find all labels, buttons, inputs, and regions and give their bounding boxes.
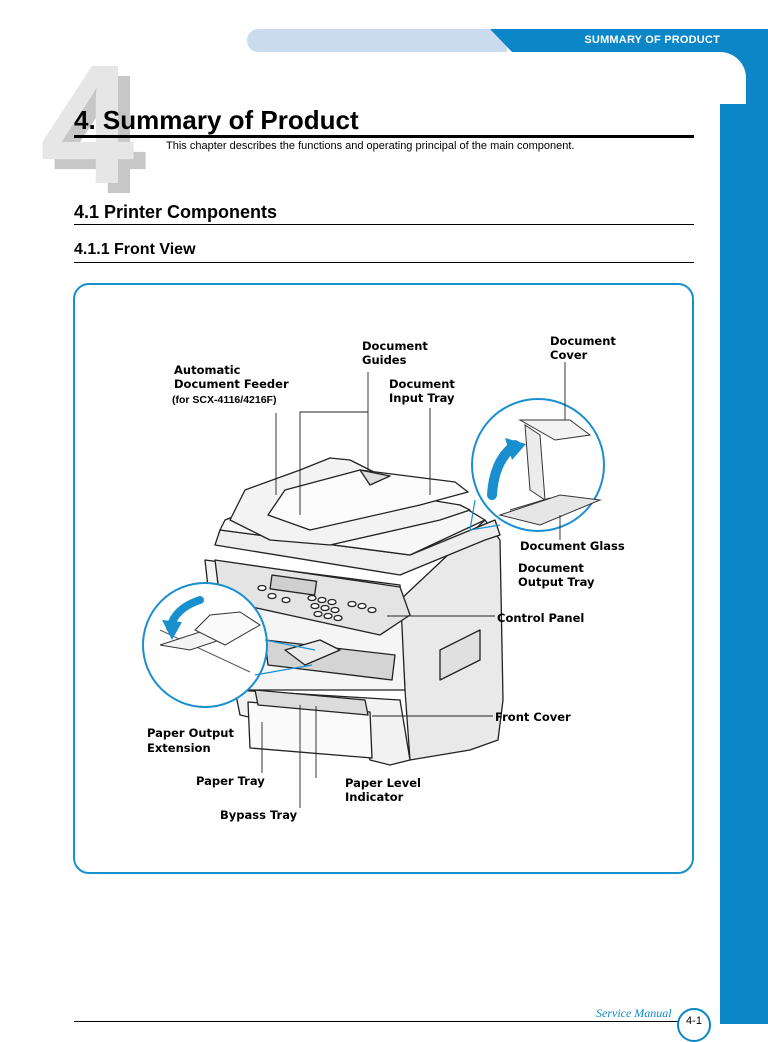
chapter-description: This chapter describes the functions and… xyxy=(166,140,575,152)
chapter-title: 4. Summary of Product xyxy=(74,105,359,135)
label-paper-tray: Paper Tray xyxy=(196,774,265,788)
subsection-heading: 4.1.1 Front View xyxy=(74,241,196,258)
label-front-cover: Front Cover xyxy=(495,710,571,724)
label-doc-output-tray-line2: Output Tray xyxy=(518,575,595,589)
label-paper-level-line1: Paper Level xyxy=(345,776,421,790)
label-doc-cover-line1: Document xyxy=(550,334,616,348)
label-doc-glass: Document Glass xyxy=(520,539,625,553)
side-accent-bar xyxy=(720,29,768,1024)
footer-rule xyxy=(74,1021,684,1022)
figure-frame xyxy=(73,283,694,874)
label-adf-line1: Automatic xyxy=(174,363,241,377)
label-doc-guides-line1: Document xyxy=(362,339,428,353)
label-adf-line2: Document Feeder xyxy=(174,377,289,391)
label-bypass-tray: Bypass Tray xyxy=(220,808,298,822)
label-paper-output-ext-line1: Paper Output xyxy=(147,726,234,740)
label-paper-level-line2: Indicator xyxy=(345,790,404,804)
label-doc-output-tray-line1: Document xyxy=(518,561,584,575)
label-doc-guides-line2: Guides xyxy=(362,353,407,367)
section-rule xyxy=(74,224,694,225)
label-paper-output-ext-line2: Extension xyxy=(147,741,211,755)
page-number: 4-1 xyxy=(677,1008,711,1042)
label-control-panel: Control Panel xyxy=(497,611,585,625)
header-band-light xyxy=(247,29,507,52)
label-doc-cover-line2: Cover xyxy=(550,348,588,362)
side-curve-mask xyxy=(694,52,746,104)
title-rule xyxy=(74,135,694,138)
header-section-label: SUMMARY OF PRODUCT xyxy=(584,34,720,46)
header-band-accent xyxy=(490,29,768,52)
subsection-rule xyxy=(74,262,694,263)
label-doc-input-tray-line1: Document xyxy=(389,377,455,391)
chapter-number: 4 xyxy=(40,30,135,220)
footer-manual-title: Service Manual xyxy=(596,1006,672,1020)
label-adf-note: (for SCX-4116/4216F) xyxy=(172,394,277,406)
label-doc-input-tray-line2: Input Tray xyxy=(389,391,455,405)
section-heading: 4.1 Printer Components xyxy=(74,202,278,222)
